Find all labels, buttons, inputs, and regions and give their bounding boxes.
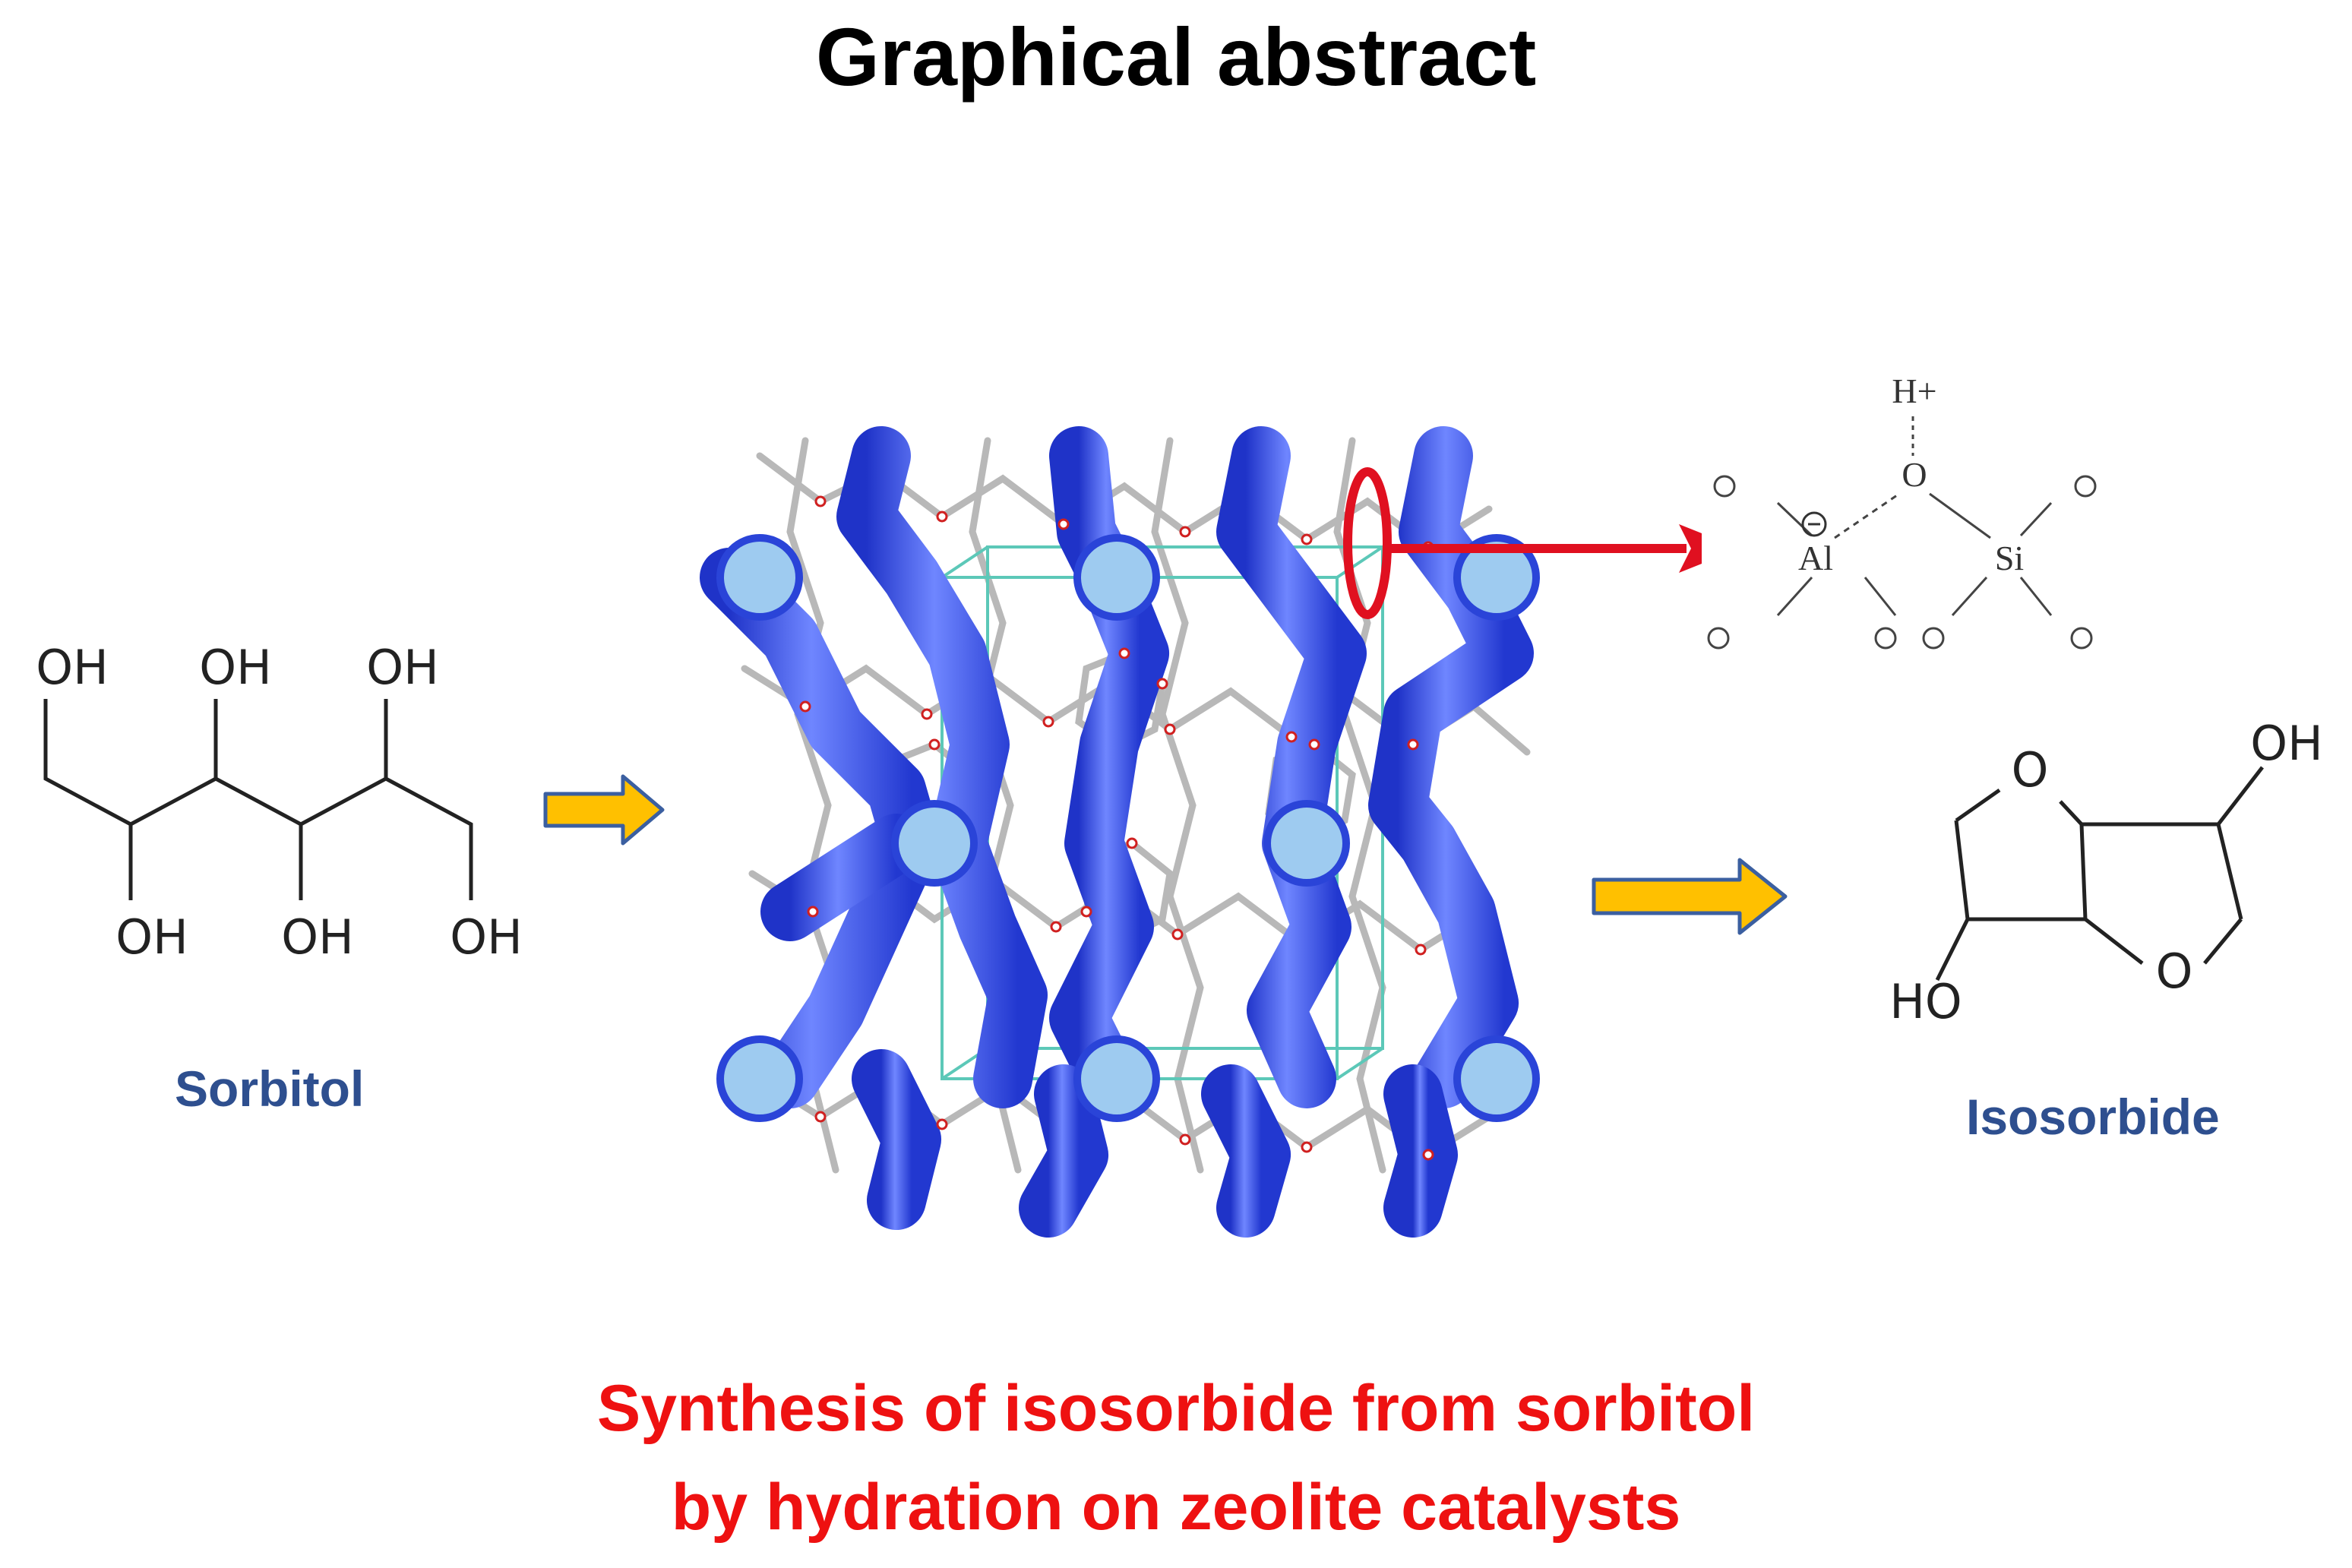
isosorbide-ring-oxygen-top: O: [2012, 742, 2049, 798]
caption-line-1: Synthesis of isosorbide from sorbitol: [596, 1372, 1756, 1445]
proton-label: H+: [1892, 371, 1936, 410]
isosorbide-oh-label: OH: [2250, 716, 2322, 771]
arrow-right-icon: [1592, 858, 1788, 935]
bridging-oxygen-label: O: [1902, 455, 1927, 494]
silicon-label: Si: [1995, 539, 2024, 577]
isosorbide-structure: [1935, 766, 2264, 982]
sorbitol-oh-bottom-3: OH: [450, 909, 522, 965]
aluminum-label: Al: [1798, 539, 1833, 577]
sorbitol-oh-top-2: OH: [199, 640, 271, 695]
sorbitol-oh-labels: OH OH OH OH OH OH: [36, 640, 522, 965]
isosorbide-label: Isosorbide: [1966, 1089, 2220, 1145]
sorbitol-oh-bottom-1: OH: [115, 909, 188, 965]
sorbitol-oh-top-3: OH: [366, 640, 438, 695]
zeolite-framework-image: [669, 363, 1588, 1238]
negative-charge-icon: [1801, 511, 1827, 537]
acid-site-structure: H+ O Al Si: [1702, 357, 2142, 669]
page-title: Graphical abstract: [815, 11, 1537, 103]
isosorbide-ring-oxygen-bottom: O: [2156, 944, 2193, 999]
arrow-right-icon: [543, 774, 665, 846]
caption-line-2: by hydration on zeolite catalysts: [671, 1471, 1681, 1544]
sorbitol-structure: [43, 699, 473, 900]
sorbitol-oh-bottom-2: OH: [281, 909, 353, 965]
sorbitol-oh-top-1: OH: [36, 640, 108, 695]
isosorbide-ho-label: HO: [1889, 974, 1962, 1029]
sorbitol-label: Sorbitol: [175, 1061, 365, 1117]
